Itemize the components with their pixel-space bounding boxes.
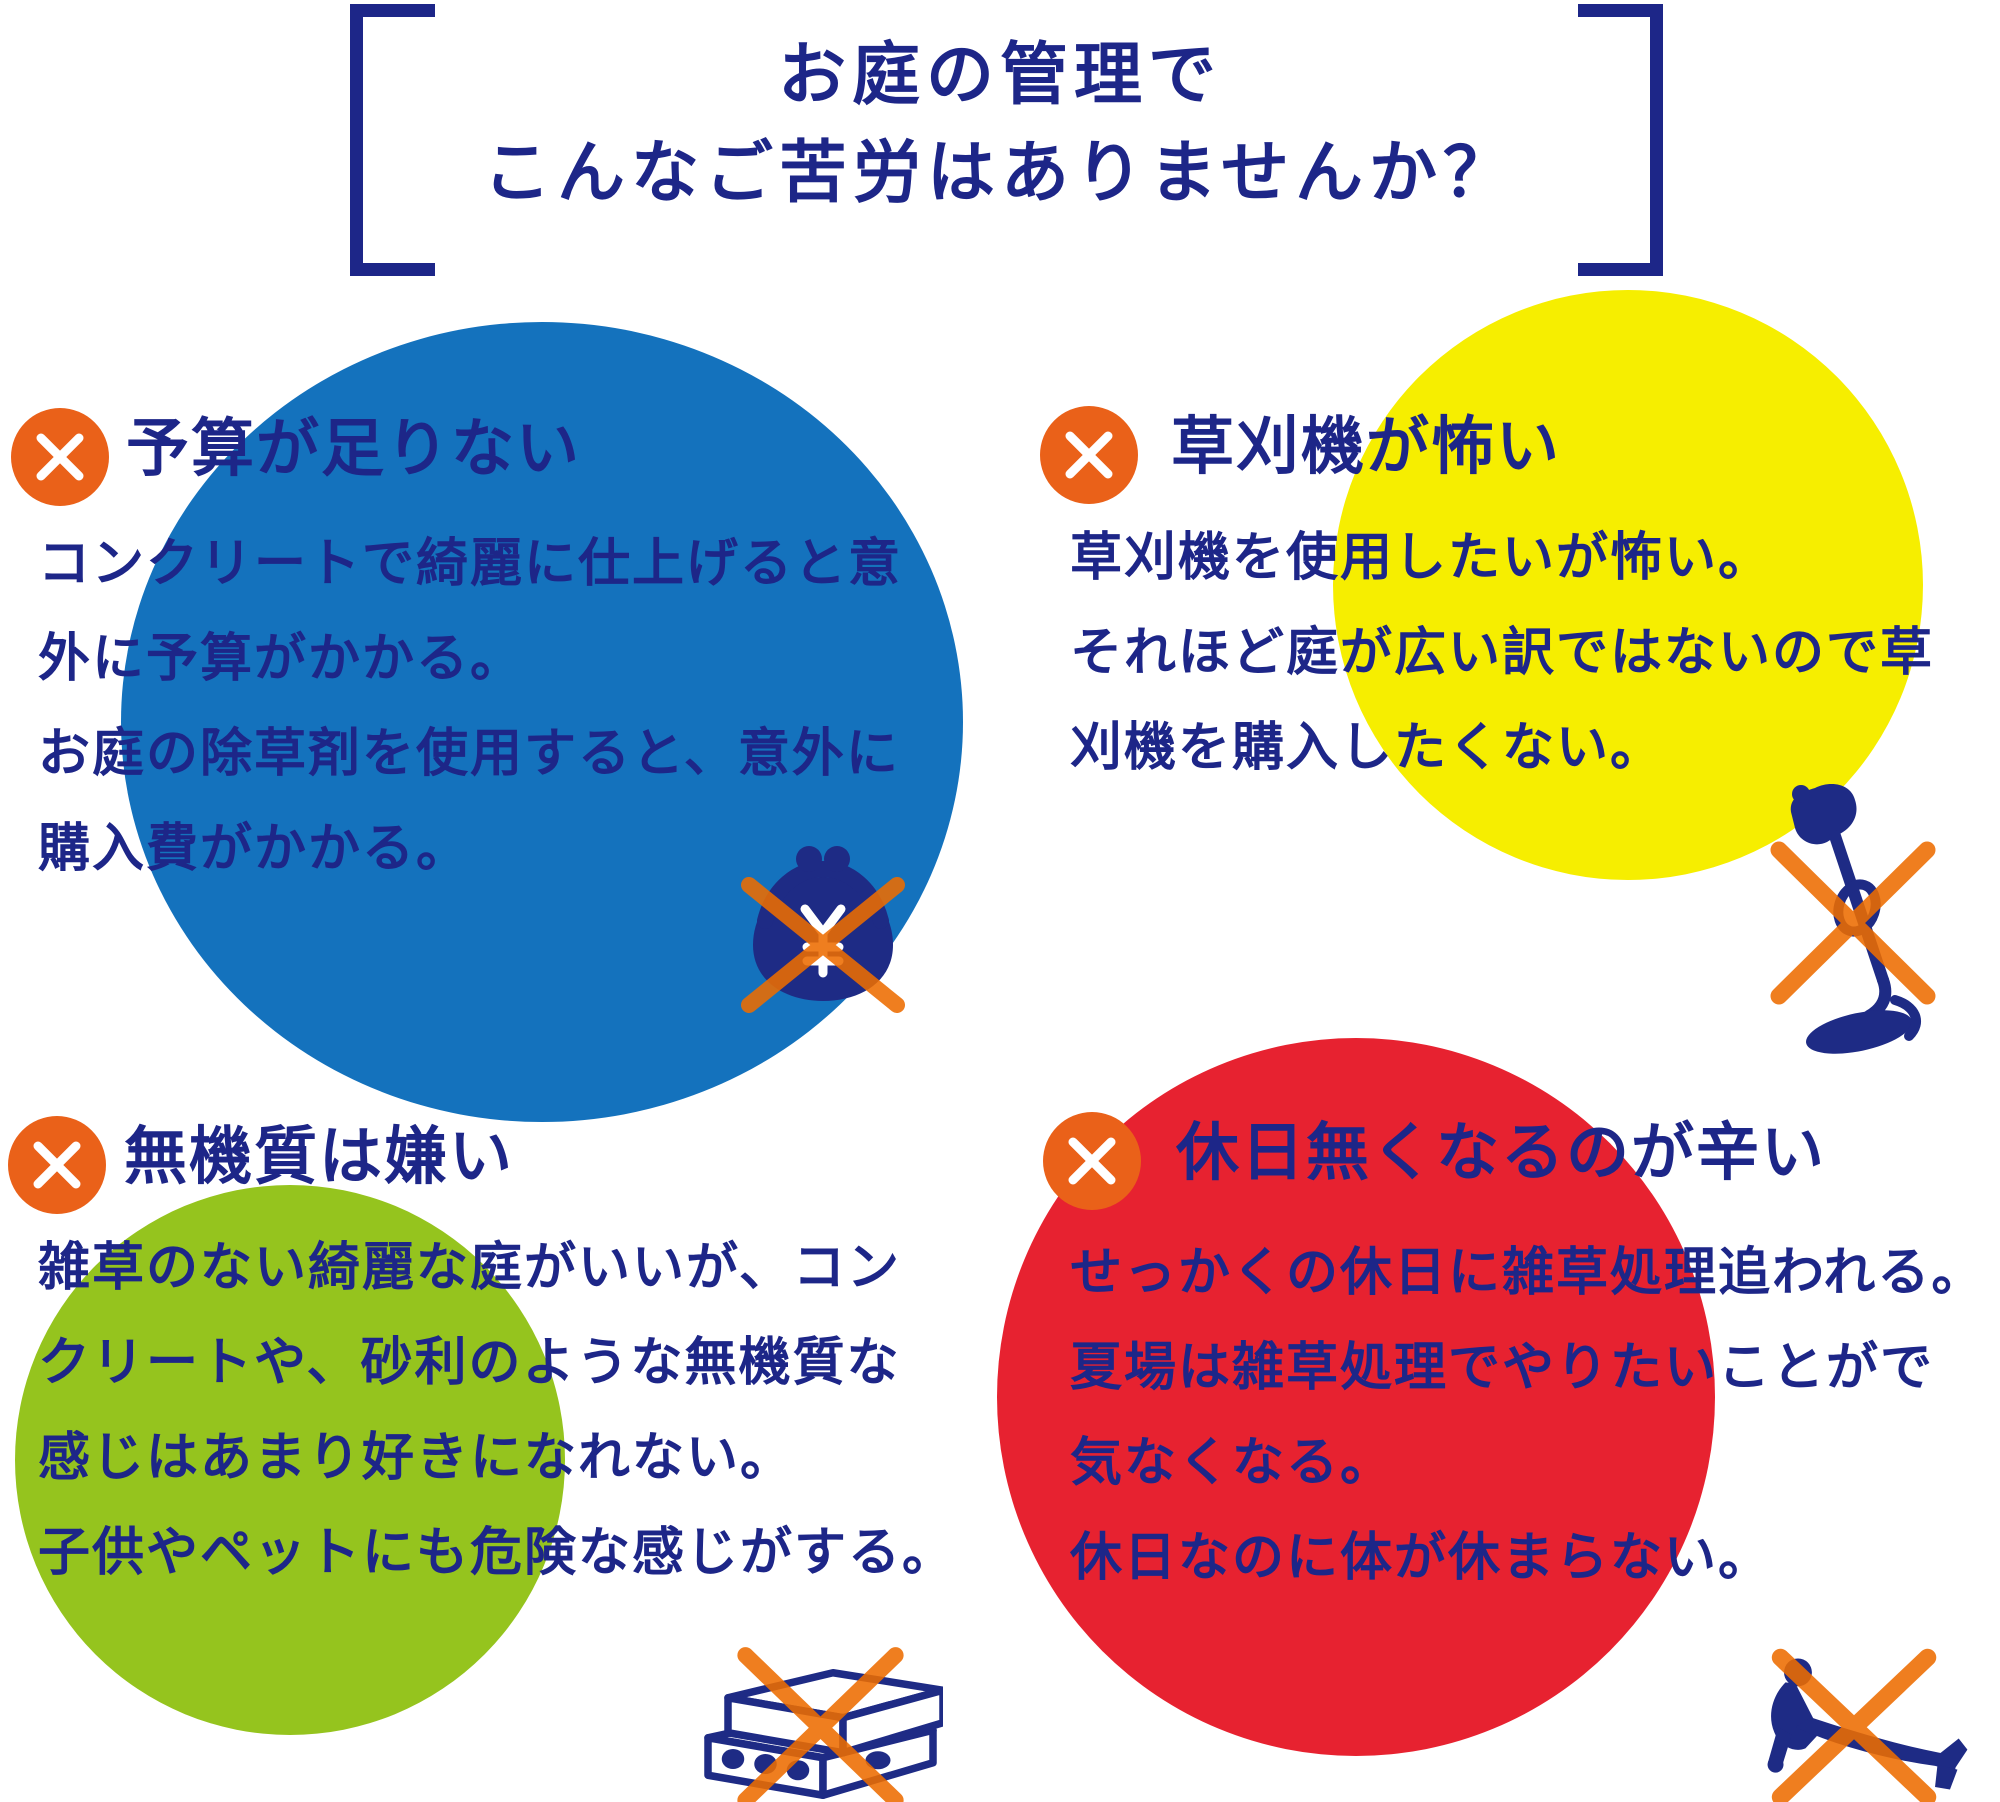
cross-mark-icon	[1770, 841, 1936, 1005]
body-line: せっかくの休日に雑草処理追われる。	[1070, 1244, 1986, 1302]
section-heading-inorganic: 無機質は嫌い	[124, 1122, 514, 1192]
coin-purse-icon	[741, 846, 905, 1013]
mower-circle	[1333, 290, 1923, 880]
body-line: 感じはあまり好きになれない。	[38, 1429, 795, 1487]
body-line: それほど庭が広い訳ではないので草	[1070, 624, 1935, 682]
cross-mark-icon	[741, 877, 905, 1013]
section-body-budget: コンクリートで綺麗に仕上げると意 外に予算がかかる。 お庭の除草剤を使用すると、…	[38, 517, 902, 897]
resting-person-icon	[1767, 1648, 1968, 1802]
body-line: 雑草のない綺麗な庭がいいが、コン	[38, 1239, 901, 1297]
section-body-holiday: せっかくの休日に雑草処理追われる。 夏場は雑草処理でやりたいことがで 気なくなる…	[1070, 1226, 1985, 1606]
page-title-line1: お庭の管理で	[777, 37, 1222, 113]
brush-cutter-icon	[1770, 784, 1936, 1054]
cross-badge-icon	[8, 1116, 106, 1214]
body-line: 夏場は雑草処理でやりたいことがで	[1070, 1339, 1935, 1397]
cross-badge-icon	[1043, 1112, 1141, 1210]
body-line: 草刈機を使用したいが怖い。	[1070, 529, 1773, 587]
cross-badge-icon	[11, 408, 109, 506]
page-title: お庭の管理で こんなご苦労はありませんか？	[0, 26, 2000, 222]
body-line: お庭の除草剤を使用すると、意外に	[38, 725, 900, 783]
body-line: 購入費がかかる。	[38, 820, 471, 878]
cross-badge-icon	[1040, 406, 1138, 504]
section-heading-mower: 草刈機が怖い	[1171, 412, 1561, 482]
body-line: 外に予算がかかる。	[38, 630, 525, 688]
section-body-mower: 草刈機を使用したいが怖い。 それほど庭が広い訳ではないので草 刈機を購入したくな…	[1070, 511, 1934, 796]
body-line: 子供やペットにも危険な感じがする。	[38, 1524, 957, 1582]
body-line: 気なくなる。	[1070, 1434, 1395, 1492]
page-title-line2: こんなご苦労はありませんか？	[483, 135, 1517, 211]
concrete-block-icon	[704, 1647, 943, 1802]
body-line: クリートや、砂利のような無機質な	[38, 1334, 901, 1392]
inorganic-circle	[15, 1185, 565, 1735]
cross-mark-icon	[737, 1647, 904, 1802]
section-body-inorganic: 雑草のない綺麗な庭がいいが、コン クリートや、砂利のような無機質な 感じはあまり…	[38, 1221, 956, 1601]
title-bracket-right-icon	[1578, 4, 1663, 276]
cross-mark-icon	[1771, 1648, 1937, 1802]
title-bracket-left-icon	[350, 4, 435, 276]
body-line: 休日なのに体が休まらない。	[1070, 1529, 1773, 1587]
body-line: 刈機を購入したくない。	[1070, 719, 1665, 777]
body-line: コンクリートで綺麗に仕上げると意	[38, 535, 903, 593]
section-heading-budget: 予算が足りない	[126, 414, 581, 484]
section-heading-holiday: 休日無くなるのが辛い	[1176, 1118, 1826, 1188]
